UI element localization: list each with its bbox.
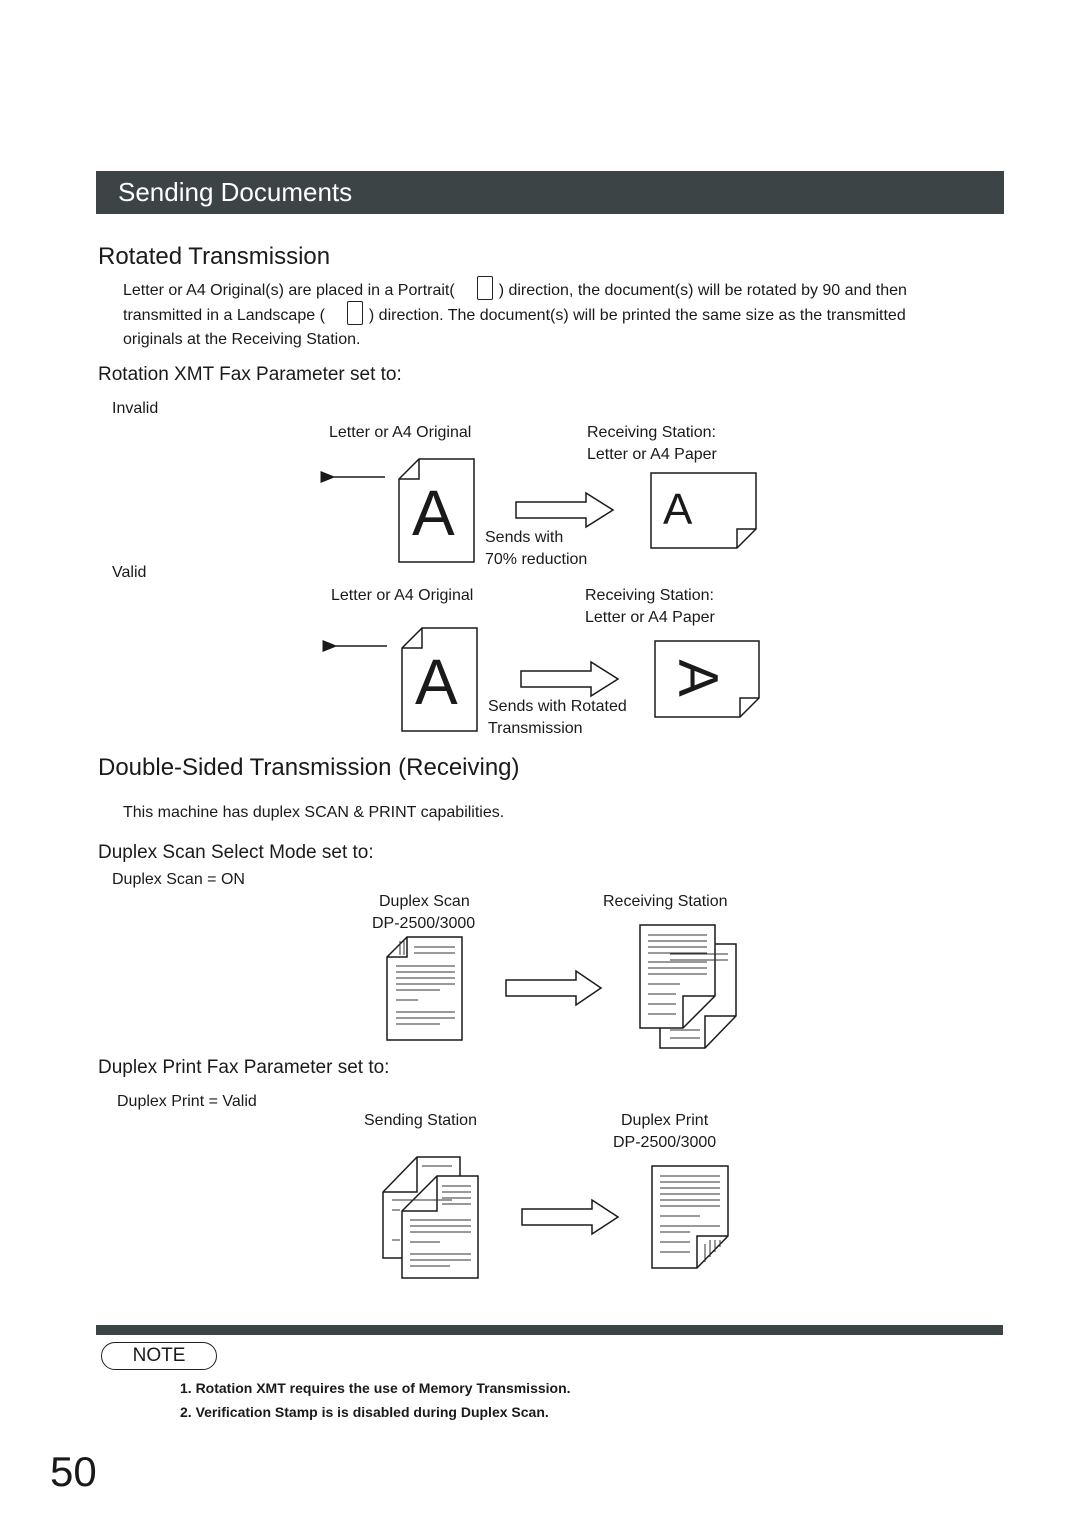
para-line1-end: ) direction, the document(s) will be rot… (498, 282, 907, 299)
valid-receiving-label-1: Receiving Station: (585, 587, 714, 604)
duplex-print-subheading: Duplex Print Fax Parameter set to: (98, 1057, 390, 1078)
duplex-scan-received-page-back (659, 943, 737, 1049)
valid-original-page (401, 627, 478, 732)
rotated-para-line3: originals at the Receiving Station. (123, 331, 361, 348)
duplex-print-right-label-1: Duplex Print (621, 1112, 709, 1129)
rotated-para-line1: Letter or A4 Original(s) are placed in a… (123, 276, 907, 303)
section-header-bar: Sending Documents (96, 171, 1004, 214)
valid-receiving-label-2: Letter or A4 Paper (585, 609, 715, 626)
duplex-scan-arrow (505, 969, 603, 1007)
duplex-scan-left-label-2: DP-2500/3000 (372, 915, 476, 932)
invalid-sends-label-1: Sends with (485, 529, 564, 546)
page-number: 50 (50, 1448, 97, 1495)
invalid-sends-label-2: 70% reduction (485, 551, 588, 568)
landscape-icon (346, 301, 363, 325)
duplex-print-setting: Duplex Print = Valid (117, 1093, 257, 1110)
duplex-scan-source-page (386, 936, 463, 1041)
duplex-scan-setting: Duplex Scan = ON (112, 871, 245, 888)
invalid-original-glyph: A (412, 477, 455, 549)
rotation-subheading: Rotation XMT Fax Parameter set to: (98, 364, 402, 385)
para-line2-start: transmitted in a Landscape ( (123, 307, 325, 324)
rotated-heading: Rotated Transmission (98, 243, 331, 270)
invalid-label: Invalid (112, 400, 159, 417)
duplex-print-source-page-front (401, 1175, 479, 1279)
duplex-print-arrow (521, 1198, 620, 1236)
valid-received-page (654, 640, 760, 718)
valid-original-label: Letter or A4 Original (331, 587, 474, 604)
duplex-print-right-label-2: DP-2500/3000 (613, 1134, 717, 1151)
invalid-receiving-label-2: Letter or A4 Paper (587, 446, 717, 463)
rotated-para-line2: transmitted in a Landscape ( ) direction.… (123, 301, 906, 328)
invalid-send-arrow (515, 491, 615, 529)
portrait-icon (476, 276, 493, 300)
invalid-received-page (650, 472, 757, 549)
valid-send-arrow (520, 660, 620, 698)
invalid-receiving-label-1: Receiving Station: (587, 424, 716, 441)
duplex-heading: Double-Sided Transmission (Receiving) (98, 754, 520, 781)
note-item-1: 1. Rotation XMT requires the use of Memo… (180, 1380, 571, 1396)
valid-received-glyph-rotated: A (667, 659, 731, 697)
valid-original-glyph: A (415, 646, 458, 718)
duplex-print-left-label: Sending Station (364, 1112, 477, 1129)
duplex-scan-left-label-1: Duplex Scan (379, 893, 470, 910)
para-line1-start: Letter or A4 Original(s) are placed in a… (123, 282, 455, 299)
duplex-para: This machine has duplex SCAN & PRINT cap… (123, 804, 505, 821)
valid-sends-label-2: Transmission (488, 720, 583, 737)
note-item-2: 2. Verification Stamp is is disabled dur… (180, 1404, 549, 1420)
duplex-scan-subheading: Duplex Scan Select Mode set to: (98, 842, 374, 863)
para-line2-end: ) direction. The document(s) will be pri… (368, 307, 906, 324)
duplex-print-output-page (651, 1165, 729, 1269)
note-badge: NOTE (101, 1342, 217, 1370)
duplex-scan-received-page-front (639, 924, 716, 1029)
note-divider (96, 1325, 1003, 1335)
invalid-original-label: Letter or A4 Original (329, 424, 472, 441)
valid-sends-label-1: Sends with Rotated (488, 698, 627, 715)
valid-label: Valid (112, 564, 147, 581)
duplex-scan-right-label: Receiving Station (603, 893, 728, 910)
invalid-original-page (398, 458, 475, 563)
section-title: Sending Documents (118, 177, 353, 207)
invalid-received-glyph: A (663, 485, 693, 534)
